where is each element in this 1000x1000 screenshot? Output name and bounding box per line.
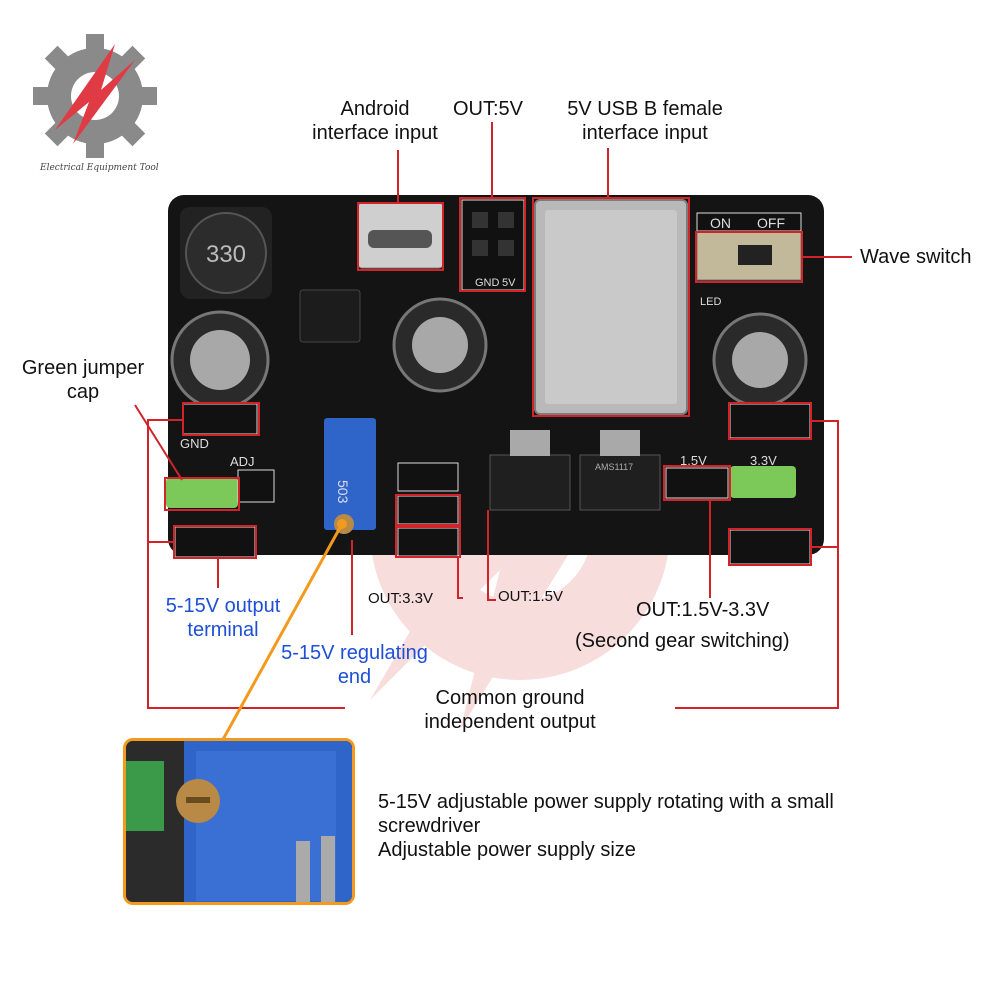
potentiometer-closeup — [126, 741, 352, 902]
pot-marking: 503 — [335, 480, 351, 504]
right-15v-marking: 1.5V — [680, 453, 707, 468]
potentiometer-zoom-inset — [123, 738, 355, 905]
wave-switch-label: Wave switch — [860, 246, 972, 268]
header-gnd-marking: GND — [475, 277, 500, 289]
led-marking: LED — [700, 296, 721, 308]
description-text: 5-15V adjustable power supply rotating w… — [378, 791, 834, 861]
right-33v-marking: 3.3V — [750, 453, 777, 468]
second-gear-label: (Second gear switching) — [575, 630, 790, 652]
common-ground-label: Common ground independent output — [424, 687, 596, 733]
out-5v-label: OUT:5V — [453, 98, 524, 120]
switch-on-marking: ON — [710, 215, 731, 231]
out-15v-label: OUT:1.5V — [498, 588, 564, 605]
left-gnd-marking: GND — [180, 436, 209, 451]
android-input-label: Android interface input — [312, 98, 438, 144]
regulating-end-label: 5-15V regulating end — [281, 642, 428, 688]
out-33v-label: OUT:3.3V — [368, 590, 434, 607]
usb-input-label: 5V USB B female interface input — [567, 98, 723, 144]
gear-logo-icon — [33, 34, 157, 158]
output-terminal-label: 5-15V output terminal — [165, 595, 281, 641]
inductor-marking: 330 — [206, 241, 246, 268]
out-15-33v-label: OUT:1.5V-3.3V — [636, 599, 770, 621]
green-jumper-label: Green jumper cap — [21, 357, 145, 403]
switch-off-marking: OFF — [757, 215, 785, 231]
regulator-marking: AMS1117 — [595, 462, 633, 472]
adj-marking: ADJ — [230, 454, 255, 469]
header-5v-marking: 5V — [502, 277, 516, 289]
logo-brand-text: Electrical Equipment Tool — [40, 163, 159, 173]
